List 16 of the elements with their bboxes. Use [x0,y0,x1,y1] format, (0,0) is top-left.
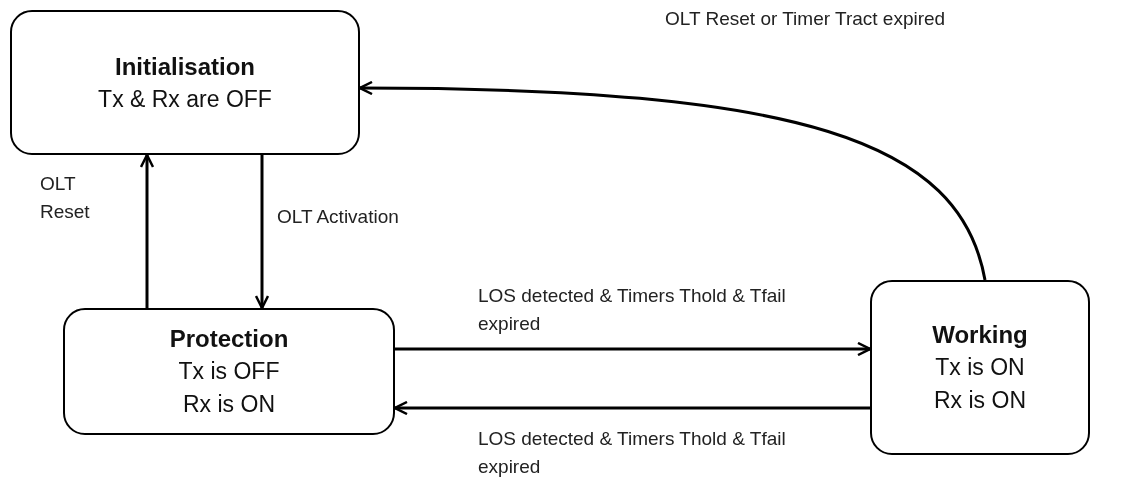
state-box [870,280,1090,455]
arrow [395,341,872,357]
arrow [393,400,870,416]
state-name: Protection [169,324,289,354]
arrow [358,80,987,281]
arrow [139,153,155,308]
state-description: Tx is OFF [178,357,280,386]
state-description: Rx is ON [934,386,1026,415]
state-name: Initialisation [115,51,255,82]
state-name: Working [932,320,1028,350]
arrow [254,155,270,310]
state-description: Rx is ON [183,390,275,419]
state-description: Tx & Rx are OFF [98,84,272,114]
state-box [10,10,360,155]
state-box [63,308,395,435]
state-description: Tx is ON [935,353,1025,382]
